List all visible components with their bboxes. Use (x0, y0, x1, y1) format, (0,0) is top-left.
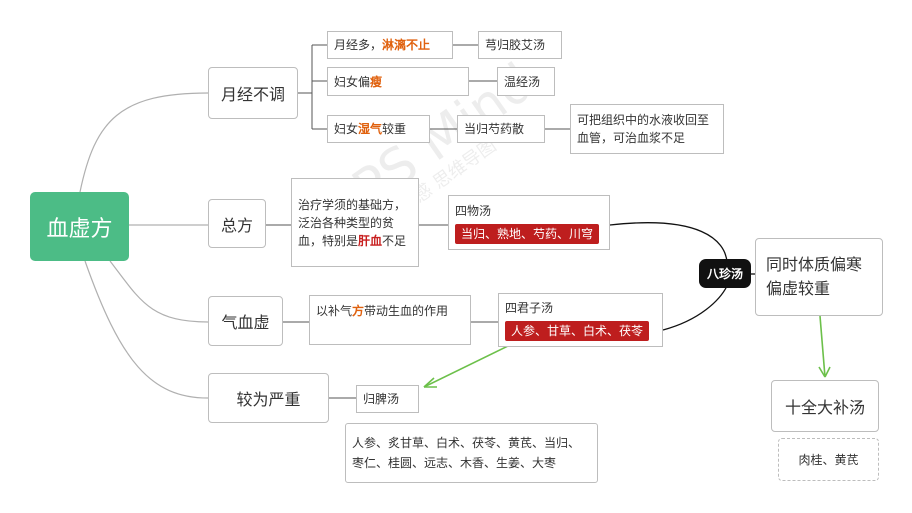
qiblood-note-pre: 以补气 (316, 304, 353, 318)
root-node[interactable]: 血虚方 (30, 192, 129, 261)
node-damp-women[interactable]: 妇女 湿气较重 (327, 115, 430, 143)
arrow-condition-result (819, 315, 826, 378)
arrow-sijunzi-guipi (423, 344, 511, 388)
qiblood-note-post: 带动生血的作用 (364, 304, 449, 318)
siwu-title: 四物汤 (455, 203, 492, 218)
general-note-post: 不足 (382, 233, 407, 248)
damp-pre: 妇女 (334, 122, 359, 136)
remedy-sijunzi[interactable]: 四君子汤 人参、甘草、白术、茯苓 (498, 293, 663, 347)
branch-severe[interactable]: 较为严重 (208, 373, 329, 423)
node-heavy-menses[interactable]: 月经多，淋漓不止 (327, 31, 453, 59)
sijunzi-herbs-tag: 人参、甘草、白术、茯苓 (505, 321, 650, 341)
shiquan-additions[interactable]: 肉桂、黄芪 (778, 438, 879, 481)
guipi-herbs[interactable]: 人参、炙甘草、白术、茯苓、黄芪、当归、枣仁、桂圆、远志、木香、生姜、大枣 (345, 423, 598, 483)
note-qi-blood[interactable]: 以补气方带动生血的作用 (309, 295, 471, 345)
remedy-shiquandabu[interactable]: 十全大补汤 (771, 380, 879, 432)
damp-post: 较重 (382, 122, 407, 136)
branch-qi-blood[interactable]: 气血虚 (208, 296, 283, 346)
sijunzi-title: 四君子汤 (505, 301, 554, 315)
general-note-pre: 治疗学须的基础方，泛治各种类型的贫血，特别是 (298, 197, 407, 248)
edge-root-irregular (79, 92, 209, 193)
edge-irregular-bracket (298, 44, 327, 130)
general-note-highlight: 肝血 (358, 233, 383, 248)
note-damp-effect[interactable]: 可把组织中的水液收回至血管，可治血浆不足 (570, 104, 724, 154)
qiblood-note-highlight: 方 (352, 304, 365, 318)
heavy-highlight: 淋漓不止 (382, 38, 431, 52)
note-general[interactable]: 治疗学须的基础方，泛治各种类型的贫血，特别是肝血不足 (291, 178, 419, 267)
remedy-wenjing[interactable]: 温经汤 (497, 67, 555, 96)
edge-sijunzi-bazhen (662, 285, 728, 331)
branch-irregular-menstruation[interactable]: 月经不调 (208, 67, 298, 119)
edge-root-qiblood (109, 260, 209, 323)
thin-highlight: 瘦 (370, 74, 383, 89)
node-cold-deficiency[interactable]: 同时体质偏寒偏虚较重 (755, 238, 883, 316)
branch-general[interactable]: 总方 (208, 199, 266, 248)
siwu-herbs-tag: 当归、熟地、芍药、川穹 (455, 223, 600, 244)
remedy-guipi[interactable]: 归脾汤 (356, 385, 419, 413)
edge-root-severe (84, 260, 209, 399)
thin-pre: 妇女偏 (334, 74, 371, 89)
edge-siwu-bazhen (609, 222, 728, 263)
remedy-siwu[interactable]: 四物汤 当归、熟地、芍药、川穹 (448, 195, 610, 250)
remedy-xiongguijiaoai[interactable]: 芎归胶艾汤 (478, 31, 562, 59)
damp-highlight: 湿气 (358, 122, 383, 136)
node-thin-women[interactable]: 妇女偏瘦 (327, 67, 469, 96)
heavy-pre: 月经多， (334, 38, 383, 52)
bazhen-badge[interactable]: 八珍汤 (699, 259, 751, 288)
remedy-dangguishaoyao[interactable]: 当归芍药散 (457, 115, 545, 143)
